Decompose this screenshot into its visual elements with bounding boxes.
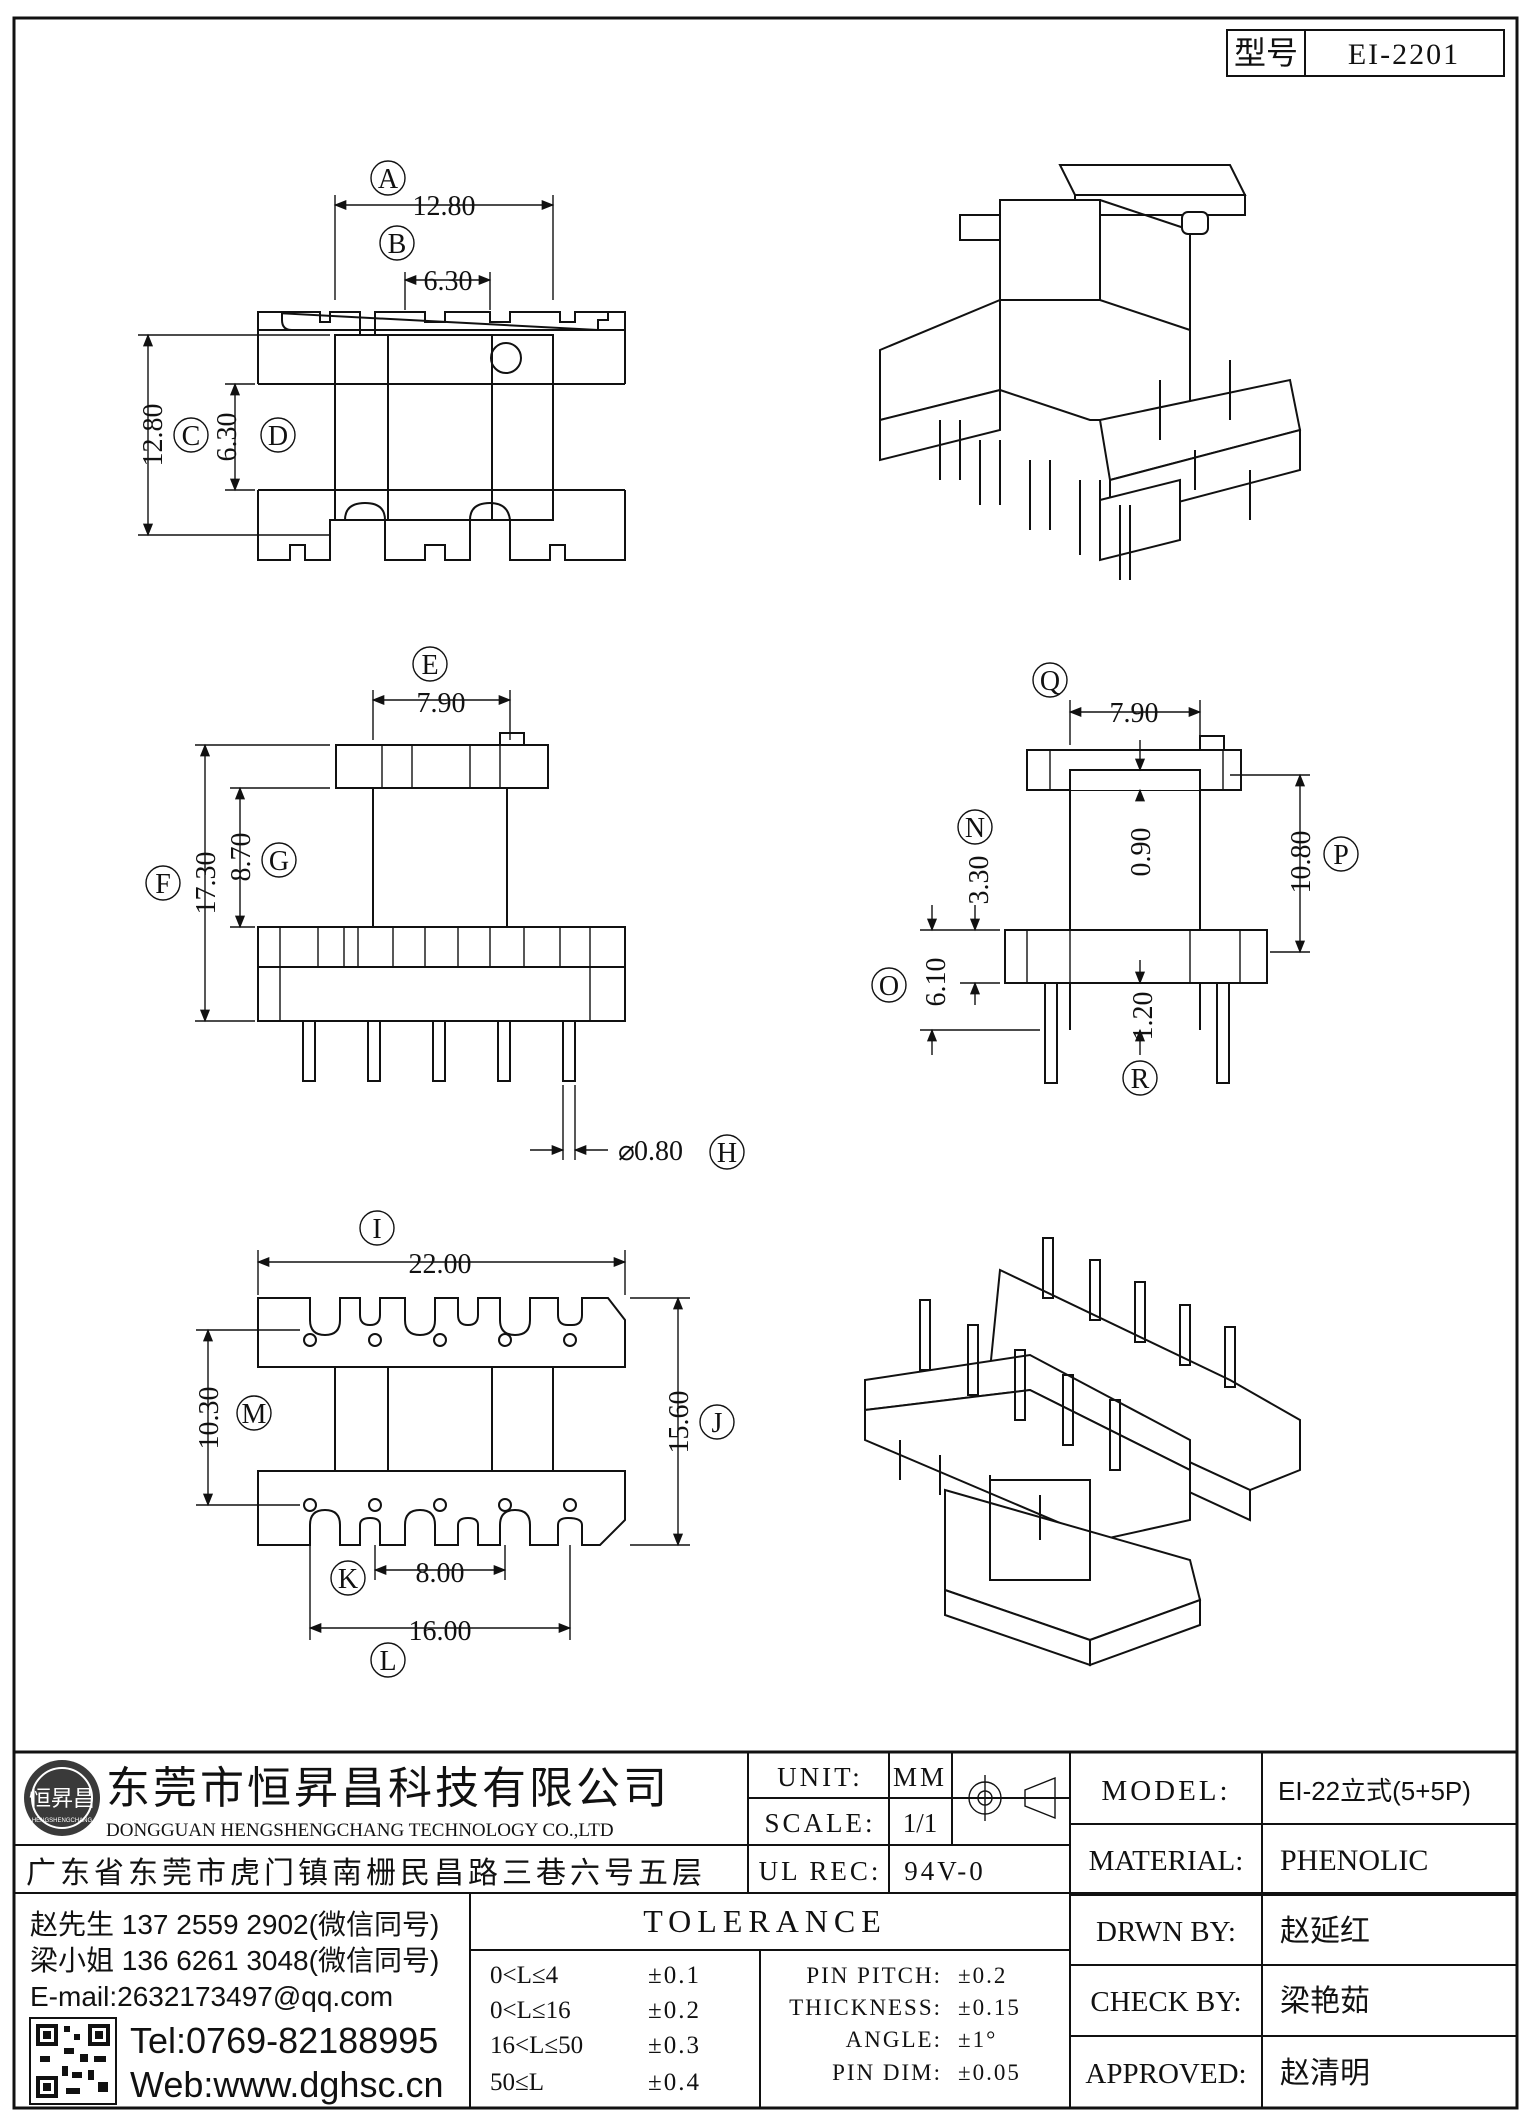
contact-2: 梁小姐 136 6261 3048(微信同号) [30, 1945, 439, 1976]
tol-angle-value: ±1° [958, 2027, 997, 2052]
tol-pin-pitch-value: ±0.2 [958, 1963, 1007, 1988]
contact-email: E-mail:2632173497@qq.com [30, 1981, 393, 2012]
dim-l-value: 16.00 [409, 1616, 472, 1647]
tol-range-4: 50≤L [490, 2069, 544, 2096]
company-name-cn: 东莞市恒昇昌科技有限公司 [106, 1764, 670, 1813]
tag-g: G [269, 846, 289, 877]
title-block: 恒昇昌 HENGSHENGCHANG 东莞市恒昇昌科技有限公司 DONGGUAN… [14, 1750, 1517, 2108]
top-view: A 12.80 B 6.30 12.80 C 6.30 D [138, 160, 626, 561]
isometric-view-bottom [864, 1237, 1301, 1667]
tolerance-others: PIN PITCH: ±0.2 THICKNESS: ±0.15 ANGLE: … [789, 1963, 1021, 2085]
header-model-box: 型号 EI-2201 [1226, 29, 1505, 77]
tol-pin-pitch-label: PIN PITCH: [806, 1963, 942, 1988]
header-model: EI-2201 [1348, 38, 1460, 71]
approved-value: 赵清明 [1280, 2057, 1370, 2090]
dim-r-value: 1.20 [1128, 992, 1159, 1041]
approved-label: APPROVED: [1085, 2058, 1246, 2090]
drawn-by-value: 赵延红 [1280, 1915, 1370, 1948]
side-view: E 7.90 17.30 F 8.70 G ⌀ 0.80 H [145, 646, 745, 1170]
dim-k-value: 8.00 [416, 1558, 465, 1589]
bottom-view: I 22.00 10.30 M 15.60 J K 8.00 16.00 L [194, 1210, 735, 1678]
dim-p-value: 10.80 [1286, 831, 1317, 894]
material-label: MATERIAL: [1089, 1845, 1244, 1877]
model-label: MODEL: [1101, 1775, 1230, 1807]
tag-c: C [182, 421, 201, 452]
dim-c-value: 12.80 [138, 404, 169, 467]
unit-value: MM [893, 1762, 947, 1792]
dim-e-value: 7.90 [417, 688, 466, 719]
tag-a: A [378, 164, 399, 195]
ul-label: UL REC: [759, 1856, 882, 1886]
tol-value-4: ±0.4 [648, 2069, 701, 2096]
tag-b: B [388, 229, 407, 260]
tag-d: D [268, 421, 288, 452]
tol-pin-dim-label: PIN DIM: [832, 2060, 942, 2085]
tolerance-title: TOLERANCE [643, 1903, 887, 1939]
dim-h-value: 0.80 [634, 1136, 683, 1167]
company-logo: 恒昇昌 HENGSHENGCHANG [24, 1760, 100, 1836]
dim-i-value: 22.00 [409, 1249, 472, 1280]
tag-l: L [379, 1646, 396, 1677]
dim-n-value: 3.30 [964, 856, 995, 905]
tag-f: F [155, 869, 171, 900]
web-text: Web:www.dghsc.cn [130, 2064, 443, 2105]
dim-o-value: 6.10 [921, 958, 952, 1007]
scale-label: SCALE: [764, 1808, 875, 1838]
tol-thickness-value: ±0.15 [958, 1995, 1021, 2020]
dim-b-value: 6.30 [424, 266, 473, 297]
tag-n: N [965, 813, 985, 844]
dim-q-value: 7.90 [1110, 698, 1159, 729]
scale-value: 1/1 [903, 1808, 938, 1838]
drawing-frame [12, 16, 1519, 2110]
logo-sub: HENGSHENGCHANG [32, 1818, 93, 1824]
tolerance-ranges: 0<L≤4 ±0.1 0<L≤16 ±0.2 16<L≤50 ±0.3 50≤L… [490, 1962, 701, 2096]
tag-p: P [1333, 840, 1349, 871]
dim-g-value: 8.70 [226, 833, 257, 882]
material-value: PHENOLIC [1280, 1844, 1428, 1877]
tag-e: E [421, 650, 438, 681]
check-by-value: 梁艳茹 [1280, 1985, 1370, 2018]
dim-gap-value: 0.90 [1126, 828, 1157, 877]
dim-j-value: 15.60 [664, 1391, 695, 1454]
tag-k: K [338, 1564, 358, 1595]
tol-range-2: 0<L≤16 [490, 1997, 571, 2024]
tag-r: R [1131, 1064, 1150, 1095]
isometric-view-top [879, 164, 1302, 580]
unit-label: UNIT: [777, 1762, 863, 1792]
tol-range-1: 0<L≤4 [490, 1962, 559, 1989]
dim-m-value: 10.30 [194, 1387, 225, 1450]
check-by-label: CHECK BY: [1090, 1986, 1241, 2018]
dim-h-symbol: ⌀ [618, 1136, 635, 1167]
dim-f-value: 17.30 [191, 852, 222, 915]
ul-value: 94V-0 [904, 1856, 986, 1886]
tag-m: M [242, 1399, 267, 1430]
tol-value-1: ±0.1 [648, 1962, 701, 1989]
projection-symbol [962, 1775, 1056, 1821]
tol-thickness-label: THICKNESS: [789, 1995, 942, 2020]
tol-value-2: ±0.2 [648, 1997, 701, 2024]
model-value: EI-22立式(5+5P) [1278, 1776, 1471, 1806]
tag-q: Q [1040, 666, 1060, 697]
tag-h: H [717, 1138, 737, 1169]
tag-i: I [372, 1214, 381, 1245]
tag-o: O [879, 971, 899, 1002]
tag-j: J [712, 1408, 723, 1439]
tol-angle-label: ANGLE: [846, 2027, 942, 2052]
tol-range-3: 16<L≤50 [490, 2032, 583, 2059]
company-address: 广东省东莞市虎门镇南栅民昌路三巷六号五层 [26, 1857, 706, 1890]
contact-1: 赵先生 137 2559 2902(微信同号) [30, 1909, 439, 1940]
tel-text: Tel:0769-82188995 [130, 2020, 438, 2061]
dim-d-value: 6.30 [212, 413, 243, 462]
drawn-by-label: DRWN BY: [1096, 1916, 1236, 1948]
tol-pin-dim-value: ±0.05 [958, 2060, 1021, 2085]
company-name-en: DONGGUAN HENGSHENGCHANG TECHNOLOGY CO.,L… [106, 1820, 614, 1841]
dim-a-value: 12.80 [413, 191, 476, 222]
qr-code [29, 2017, 117, 2105]
logo-text: 恒昇昌 [29, 1786, 95, 1811]
header-label: 型号 [1234, 35, 1298, 71]
front-view: Q 7.90 0.90 10.80 P 3.30 N 6.10 O 1.20 R [871, 662, 1359, 1096]
tol-value-3: ±0.3 [648, 2032, 701, 2059]
